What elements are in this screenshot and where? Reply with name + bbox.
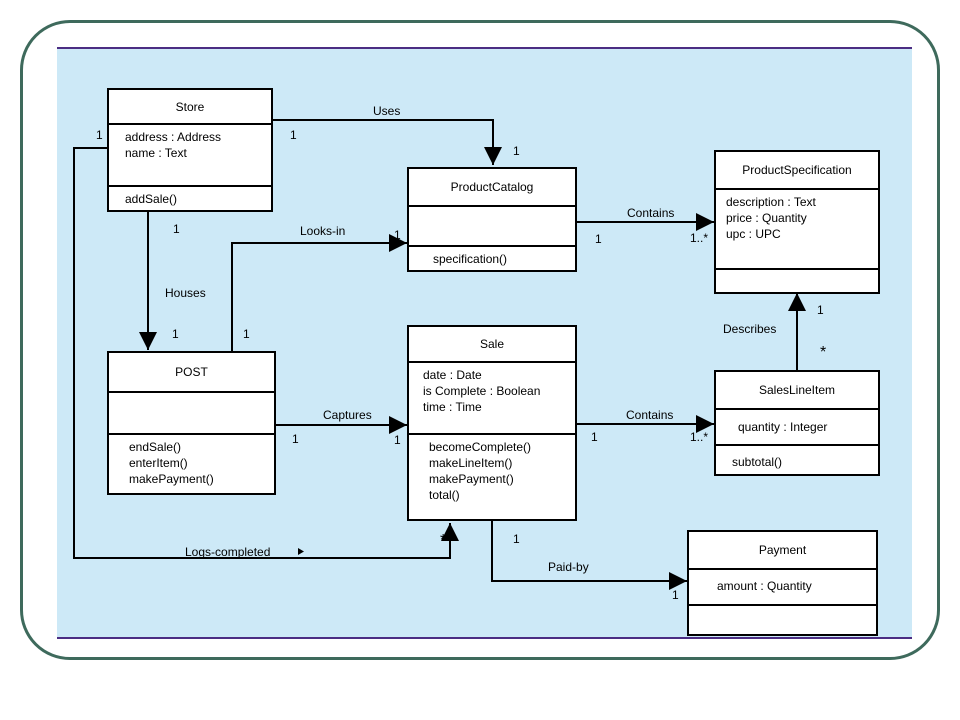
class-saleslineitem-operations: subtotal() <box>716 446 878 474</box>
class-saleslineitem-attribute: quantity : Integer <box>738 420 828 434</box>
class-sale-operations: becomeComplete() makeLineItem() makePaym… <box>409 435 575 519</box>
multiplicity-label: 1 <box>290 128 297 142</box>
class-payment-name: Payment <box>689 532 876 570</box>
class-payment-attribute: amount : Quantity <box>717 579 812 593</box>
association-label-contains-catalog: Contains <box>627 206 675 220</box>
class-productcatalog-operation: specification() <box>433 252 508 266</box>
class-productcatalog-operations: specification() <box>409 247 575 270</box>
multiplicity-label: 1 <box>817 303 824 317</box>
association-label-contains-sale: Contains <box>626 408 674 422</box>
class-productspecification-operations <box>716 270 878 292</box>
class-post-operations: endSale() enterItem() makePayment() <box>109 435 274 493</box>
multiplicity-label: 1 <box>394 228 401 242</box>
class-sale-name: Sale <box>409 327 575 363</box>
paid-by-line <box>491 520 687 590</box>
association-label-describes: Describes <box>723 322 777 336</box>
class-store-operations: addSale() <box>109 187 271 210</box>
association-label-looks-in: Looks-in <box>300 224 346 238</box>
class-productcatalog-name: ProductCatalog <box>409 169 575 207</box>
association-label-uses: Uses <box>373 104 401 118</box>
class-post-attributes <box>109 393 274 435</box>
association-label-logs-completed: Logs-completed <box>185 545 271 559</box>
class-payment-operations <box>689 606 876 634</box>
multiplicity-label: * <box>440 532 447 549</box>
class-sale-operation: makePayment() <box>429 472 514 486</box>
class-payment-attributes: amount : Quantity <box>689 570 876 606</box>
class-productcatalog-attributes <box>409 207 575 247</box>
class-productspecification-name: ProductSpecification <box>716 152 878 190</box>
class-sale-operation: makeLineItem() <box>429 456 513 470</box>
multiplicity-label: 1 <box>243 327 250 341</box>
multiplicity-label: 1..* <box>690 430 709 444</box>
class-store[interactable]: Store address : Address name : Text addS… <box>107 88 273 212</box>
class-saleslineitem[interactable]: SalesLineItem quantity : Integer subtota… <box>714 370 880 476</box>
multiplicity-label: 1..* <box>690 231 709 245</box>
multiplicity-label: 1 <box>672 588 679 602</box>
class-sale-attributes: date : Date is Complete : Boolean time :… <box>409 363 575 435</box>
class-productspecification-attribute: description : Text <box>726 195 816 209</box>
multiplicity-label: 1 <box>96 128 103 142</box>
class-productcatalog[interactable]: ProductCatalog specification() <box>407 167 577 272</box>
class-post[interactable]: POST endSale() enterItem() makePayment() <box>107 351 276 495</box>
class-saleslineitem-name: SalesLineItem <box>716 372 878 410</box>
multiplicity-label: 1 <box>595 232 602 246</box>
class-sale[interactable]: Sale date : Date is Complete : Boolean t… <box>407 325 577 521</box>
association-label-paid-by: Paid-by <box>548 560 589 574</box>
class-productspecification[interactable]: ProductSpecification description : Text … <box>714 150 880 294</box>
class-payment[interactable]: Payment amount : Quantity <box>687 530 878 636</box>
multiplicity-label: 1 <box>591 430 598 444</box>
multiplicity-label: * <box>820 344 827 361</box>
class-store-name: Store <box>109 90 271 125</box>
class-saleslineitem-operation: subtotal() <box>732 455 783 469</box>
multiplicity-label: 1 <box>292 432 299 446</box>
class-sale-operation: becomeComplete() <box>429 440 532 454</box>
logs-completed-direction-icon <box>298 548 304 555</box>
association-label-houses: Houses <box>165 286 206 300</box>
class-store-attribute: address : Address <box>125 130 222 144</box>
multiplicity-label: 1 <box>172 327 179 341</box>
class-saleslineitem-attributes: quantity : Integer <box>716 410 878 446</box>
class-productspecification-attribute: upc : UPC <box>726 227 781 241</box>
class-productspecification-attributes: description : Text price : Quantity upc … <box>716 190 878 270</box>
class-productspecification-attribute: price : Quantity <box>726 211 807 225</box>
class-post-operation: makePayment() <box>129 472 214 486</box>
uses-line <box>272 119 502 165</box>
multiplicity-label: 1 <box>173 222 180 236</box>
class-sale-operation: total() <box>429 488 460 502</box>
class-sale-attribute: time : Time <box>423 400 482 414</box>
class-store-operation: addSale() <box>125 192 178 206</box>
multiplicity-label: 1 <box>513 532 520 546</box>
multiplicity-label: 1 <box>513 144 520 158</box>
class-post-name: POST <box>109 353 274 393</box>
class-post-operation: enterItem() <box>129 456 188 470</box>
multiplicity-label: 1 <box>394 433 401 447</box>
looks-in-line <box>231 234 407 352</box>
class-post-operation: endSale() <box>129 440 182 454</box>
class-store-attributes: address : Address name : Text <box>109 125 271 187</box>
class-sale-attribute: date : Date <box>423 368 482 382</box>
logs-completed-line <box>73 147 459 559</box>
class-store-attribute: name : Text <box>125 146 187 160</box>
association-label-captures: Captures <box>323 408 372 422</box>
class-sale-attribute: is Complete : Boolean <box>423 384 541 398</box>
